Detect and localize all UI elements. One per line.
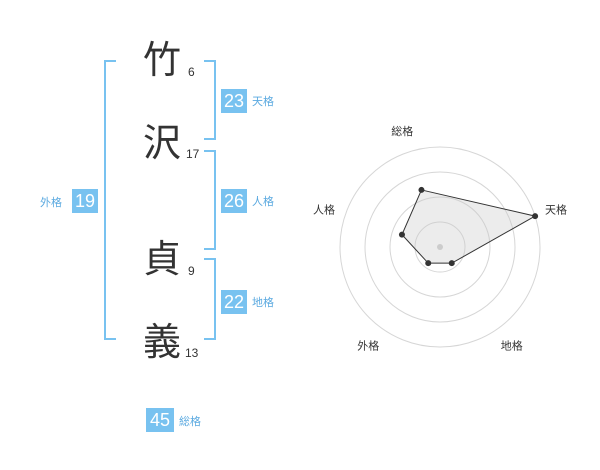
radar-grid [339, 146, 541, 348]
jinkaku-bracket [204, 150, 216, 250]
name-char-4: 義 [143, 320, 182, 364]
radar-ring [364, 171, 516, 323]
stroke-count-3: 9 [188, 264, 195, 278]
stroke-count-4: 13 [185, 346, 199, 360]
radar-ring [414, 221, 466, 273]
radar-ring [339, 146, 541, 348]
gaikaku-value-badge: 19 [72, 189, 98, 213]
radar-ring [389, 196, 491, 298]
stroke-count-2: 17 [186, 147, 200, 161]
tenkaku-label: 天格 [252, 95, 274, 108]
name-char-3: 貞 [143, 237, 182, 281]
soukaku-label: 総格 [179, 415, 201, 428]
radar-axis-label-2: 天格 [545, 202, 567, 216]
radar-point-3 [448, 260, 455, 267]
radar-axis-label-1: 総格 [391, 124, 413, 138]
name-char-2: 沢 [143, 121, 182, 165]
gaikaku-bracket [104, 60, 116, 340]
tenkaku-bracket [204, 60, 216, 140]
jinkaku-value-badge: 26 [221, 189, 247, 213]
chikaku-value-badge: 22 [221, 290, 247, 314]
name-char-1: 竹 [143, 38, 182, 82]
radar-axis-label-3: 地格 [501, 339, 523, 353]
radar-point-4 [425, 260, 432, 267]
chikaku-label: 地格 [252, 296, 274, 309]
gaikaku-label: 外格 [40, 196, 62, 209]
radar-point-1 [418, 186, 425, 193]
jinkaku-label: 人格 [252, 195, 274, 208]
radar-data-polygon [401, 189, 537, 264]
radar-points [398, 186, 539, 267]
radar-axis-label-5: 人格 [313, 202, 335, 216]
radar-axis-label-4: 外格 [357, 339, 379, 353]
radar-point-2 [532, 213, 539, 220]
chikaku-bracket [204, 258, 216, 340]
radar-center-dot [437, 244, 443, 250]
radar-point-5 [398, 231, 405, 238]
tenkaku-value-badge: 23 [221, 89, 247, 113]
soukaku-value-badge: 45 [146, 408, 174, 432]
stroke-count-1: 6 [188, 65, 195, 79]
